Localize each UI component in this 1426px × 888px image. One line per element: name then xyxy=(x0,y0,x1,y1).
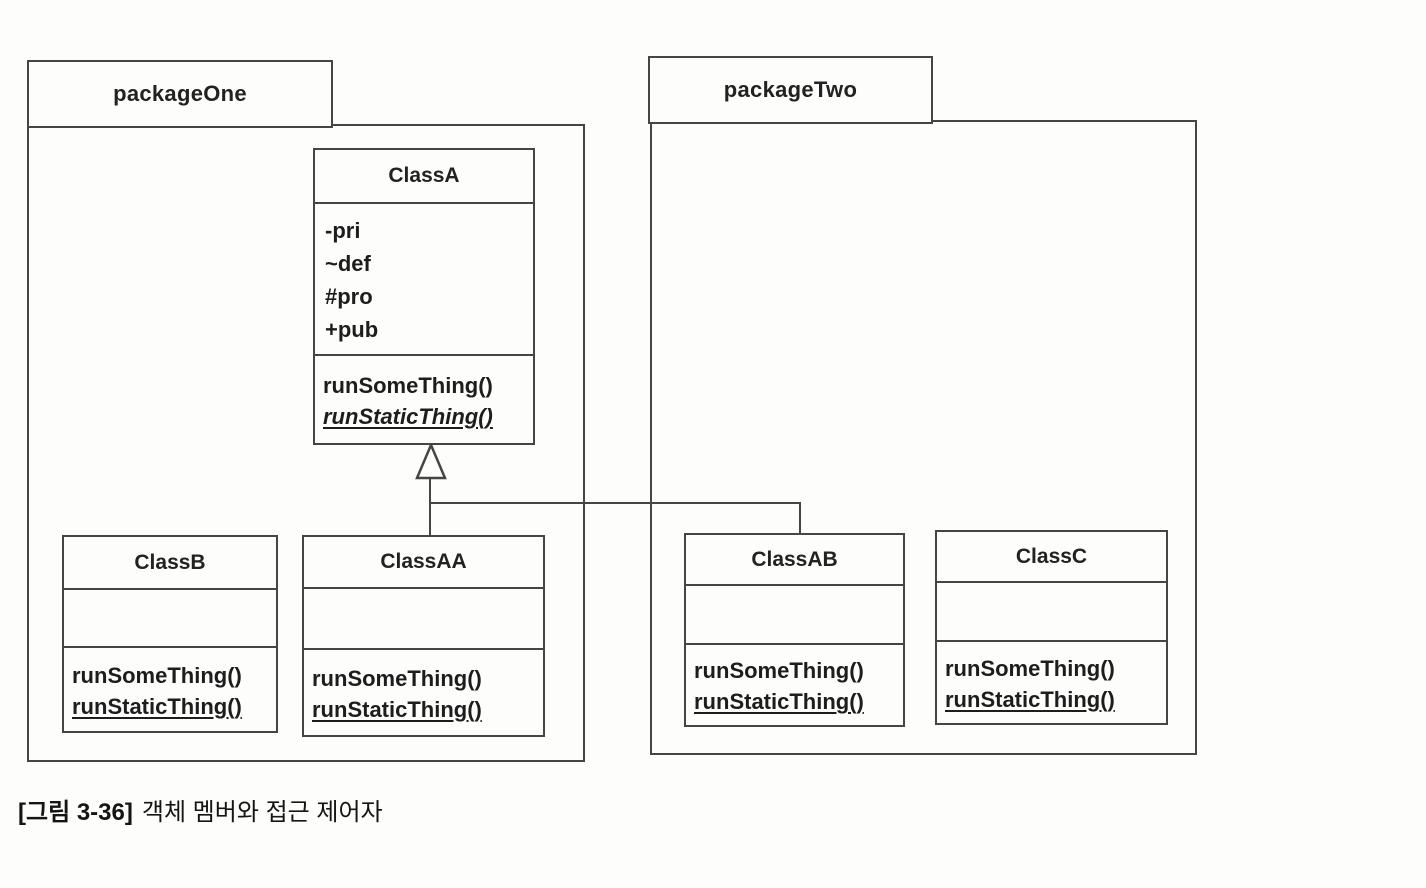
classc-method-runsomething: runSomeThing() xyxy=(945,655,1115,681)
classab-method-runsomething: runSomeThing() xyxy=(694,658,864,683)
classab-method-runstaticthing: runStaticThing() xyxy=(694,689,864,714)
class-box-classa: ClassA -pri ~def #pro +pub runSomeThing(… xyxy=(313,148,535,445)
classc-attributes xyxy=(937,583,1166,642)
classa-attr-pri: -pri xyxy=(325,218,361,243)
classaa-methods: runSomeThing() runStaticThing() xyxy=(304,650,543,735)
classb-method-runstaticthing: runStaticThing() xyxy=(72,693,242,719)
classa-attr-def: ~def xyxy=(325,251,371,276)
classa-method-runsomething: runSomeThing() xyxy=(323,372,493,398)
classaa-title: ClassAA xyxy=(304,537,543,589)
classa-title: ClassA xyxy=(315,150,533,204)
class-box-classc: ClassC runSomeThing() runStaticThing() xyxy=(935,530,1168,725)
classaa-method-runsomething: runSomeThing() xyxy=(312,665,482,691)
classc-method-runstaticthing: runStaticThing() xyxy=(945,686,1115,712)
package-one-tab: packageOne xyxy=(27,60,333,128)
classab-attributes xyxy=(686,586,903,645)
package-two-name: packageTwo xyxy=(723,77,858,102)
classa-attributes: -pri ~def #pro +pub xyxy=(315,204,533,356)
classaa-method-runstaticthing: runStaticThing() xyxy=(312,696,482,722)
figure-caption: [그림 3-36] 객체 멤버와 접근 제어자 xyxy=(18,792,383,827)
classab-title: ClassAB xyxy=(686,535,903,586)
generalization-arrowhead-icon xyxy=(415,443,447,480)
package-one-name: packageOne xyxy=(113,81,247,106)
generalization-stem-classaa xyxy=(429,477,431,535)
classb-method-runsomething: runSomeThing() xyxy=(72,662,242,688)
class-box-classaa: ClassAA runSomeThing() runStaticThing() xyxy=(302,535,545,737)
generalization-branch-horizontal xyxy=(429,502,801,504)
classa-attr-pub: +pub xyxy=(325,317,379,342)
classc-methods: runSomeThing() runStaticThing() xyxy=(937,642,1166,723)
classb-attributes xyxy=(64,590,276,648)
class-box-classab: ClassAB runSomeThing() runStaticThing() xyxy=(684,533,905,727)
package-two-tab: packageTwo xyxy=(648,56,933,124)
figure-caption-title: 객체 멤버와 접근 제어자 xyxy=(141,799,383,826)
classb-title: ClassB xyxy=(64,537,276,590)
classc-title: ClassC xyxy=(937,532,1166,583)
generalization-drop-classab xyxy=(799,502,801,533)
classa-attr-pro: #pro xyxy=(325,284,373,309)
classab-methods: runSomeThing() runStaticThing() xyxy=(686,645,903,725)
classaa-attributes xyxy=(304,589,543,650)
class-box-classb: ClassB runSomeThing() runStaticThing() xyxy=(62,535,278,733)
figure-caption-label: [그림 3-36] xyxy=(18,799,133,826)
classa-methods: runSomeThing() runStaticThing() xyxy=(315,356,533,443)
classa-method-runstaticthing: runStaticThing() xyxy=(323,403,493,429)
classb-methods: runSomeThing() runStaticThing() xyxy=(64,648,276,731)
